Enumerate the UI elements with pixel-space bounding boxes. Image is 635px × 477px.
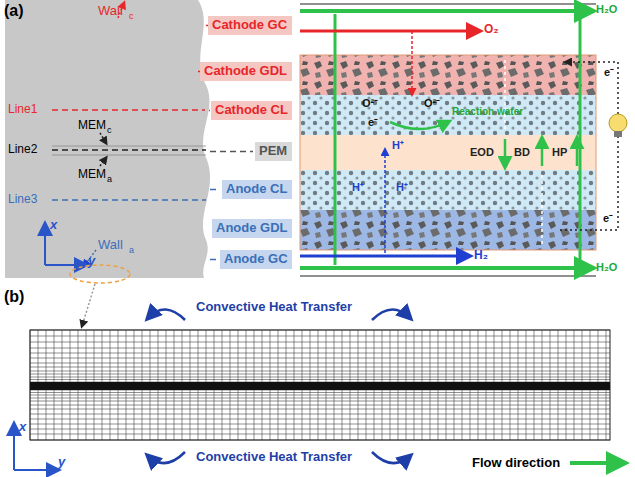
species-label: H⁺ <box>396 181 408 193</box>
subscript: a <box>107 175 112 185</box>
layer-label-box: PEM <box>255 142 292 161</box>
subscript: a <box>129 246 134 256</box>
species-label: e⁻ <box>603 212 613 224</box>
wall-label: Wall <box>98 238 123 252</box>
species-label: e⁻ <box>368 116 378 128</box>
layer-label-box: Anode GDL <box>212 219 292 238</box>
boundary-label: Convective Heat Transfer <box>196 300 352 314</box>
flow-label: Flow direction <box>472 456 560 470</box>
layer-label-box: Anode GC <box>220 250 292 269</box>
membrane-label: MEM <box>78 168 106 181</box>
layer-name: Anode GC <box>224 251 288 266</box>
layer-name: Cathode GC <box>212 17 287 32</box>
leader-line <box>210 259 218 261</box>
leader-line <box>209 110 210 112</box>
line-label: Line1 <box>8 103 37 116</box>
species-label: H⁺ <box>352 181 364 193</box>
leader-line <box>210 189 220 191</box>
layer-name: PEM <box>259 143 287 158</box>
layer-label-box: Cathode GDL <box>200 62 292 81</box>
layer-label-box: Anode CL <box>222 180 292 199</box>
transport-label: BD <box>514 146 530 158</box>
layer-name: Cathode CL <box>215 102 288 117</box>
boundary-label: Convective Heat Transfer <box>196 450 352 464</box>
species-label: H₂O <box>596 3 617 15</box>
process-label: Reaction water <box>452 106 523 117</box>
species-label: O₂ <box>484 23 499 36</box>
line-label: Line3 <box>8 193 37 206</box>
axis-label: x <box>19 420 26 434</box>
species-label: O²⁻ <box>424 97 440 109</box>
transport-label: HP <box>552 146 567 158</box>
axis-label: y <box>58 455 65 469</box>
axis-label: x <box>50 218 57 232</box>
transport-label: EOD <box>470 146 494 158</box>
wall-label: Wall <box>98 4 123 18</box>
layer-name: Anode GDL <box>216 220 288 235</box>
layer-name: Anode CL <box>226 181 287 196</box>
layer-name: Cathode GDL <box>204 63 287 78</box>
species-label: H₂ <box>474 249 488 262</box>
panel-tag: (b) <box>4 288 24 306</box>
subscript: c <box>107 126 112 136</box>
subscript: c <box>129 12 134 22</box>
line-label: Line2 <box>8 143 37 156</box>
panel-tag: (a) <box>4 2 24 20</box>
axis-label: y <box>88 254 95 268</box>
layer-label-box: Cathode CL <box>211 101 292 120</box>
species-label: H₂O <box>596 261 617 273</box>
species-label: e⁻ <box>604 66 614 78</box>
membrane-label: MEM <box>78 119 106 132</box>
layer-label-box: Cathode GC <box>208 16 292 35</box>
species-label: O²⁻ <box>362 97 378 109</box>
species-label: H⁺ <box>392 139 404 151</box>
leader-line <box>210 151 253 153</box>
